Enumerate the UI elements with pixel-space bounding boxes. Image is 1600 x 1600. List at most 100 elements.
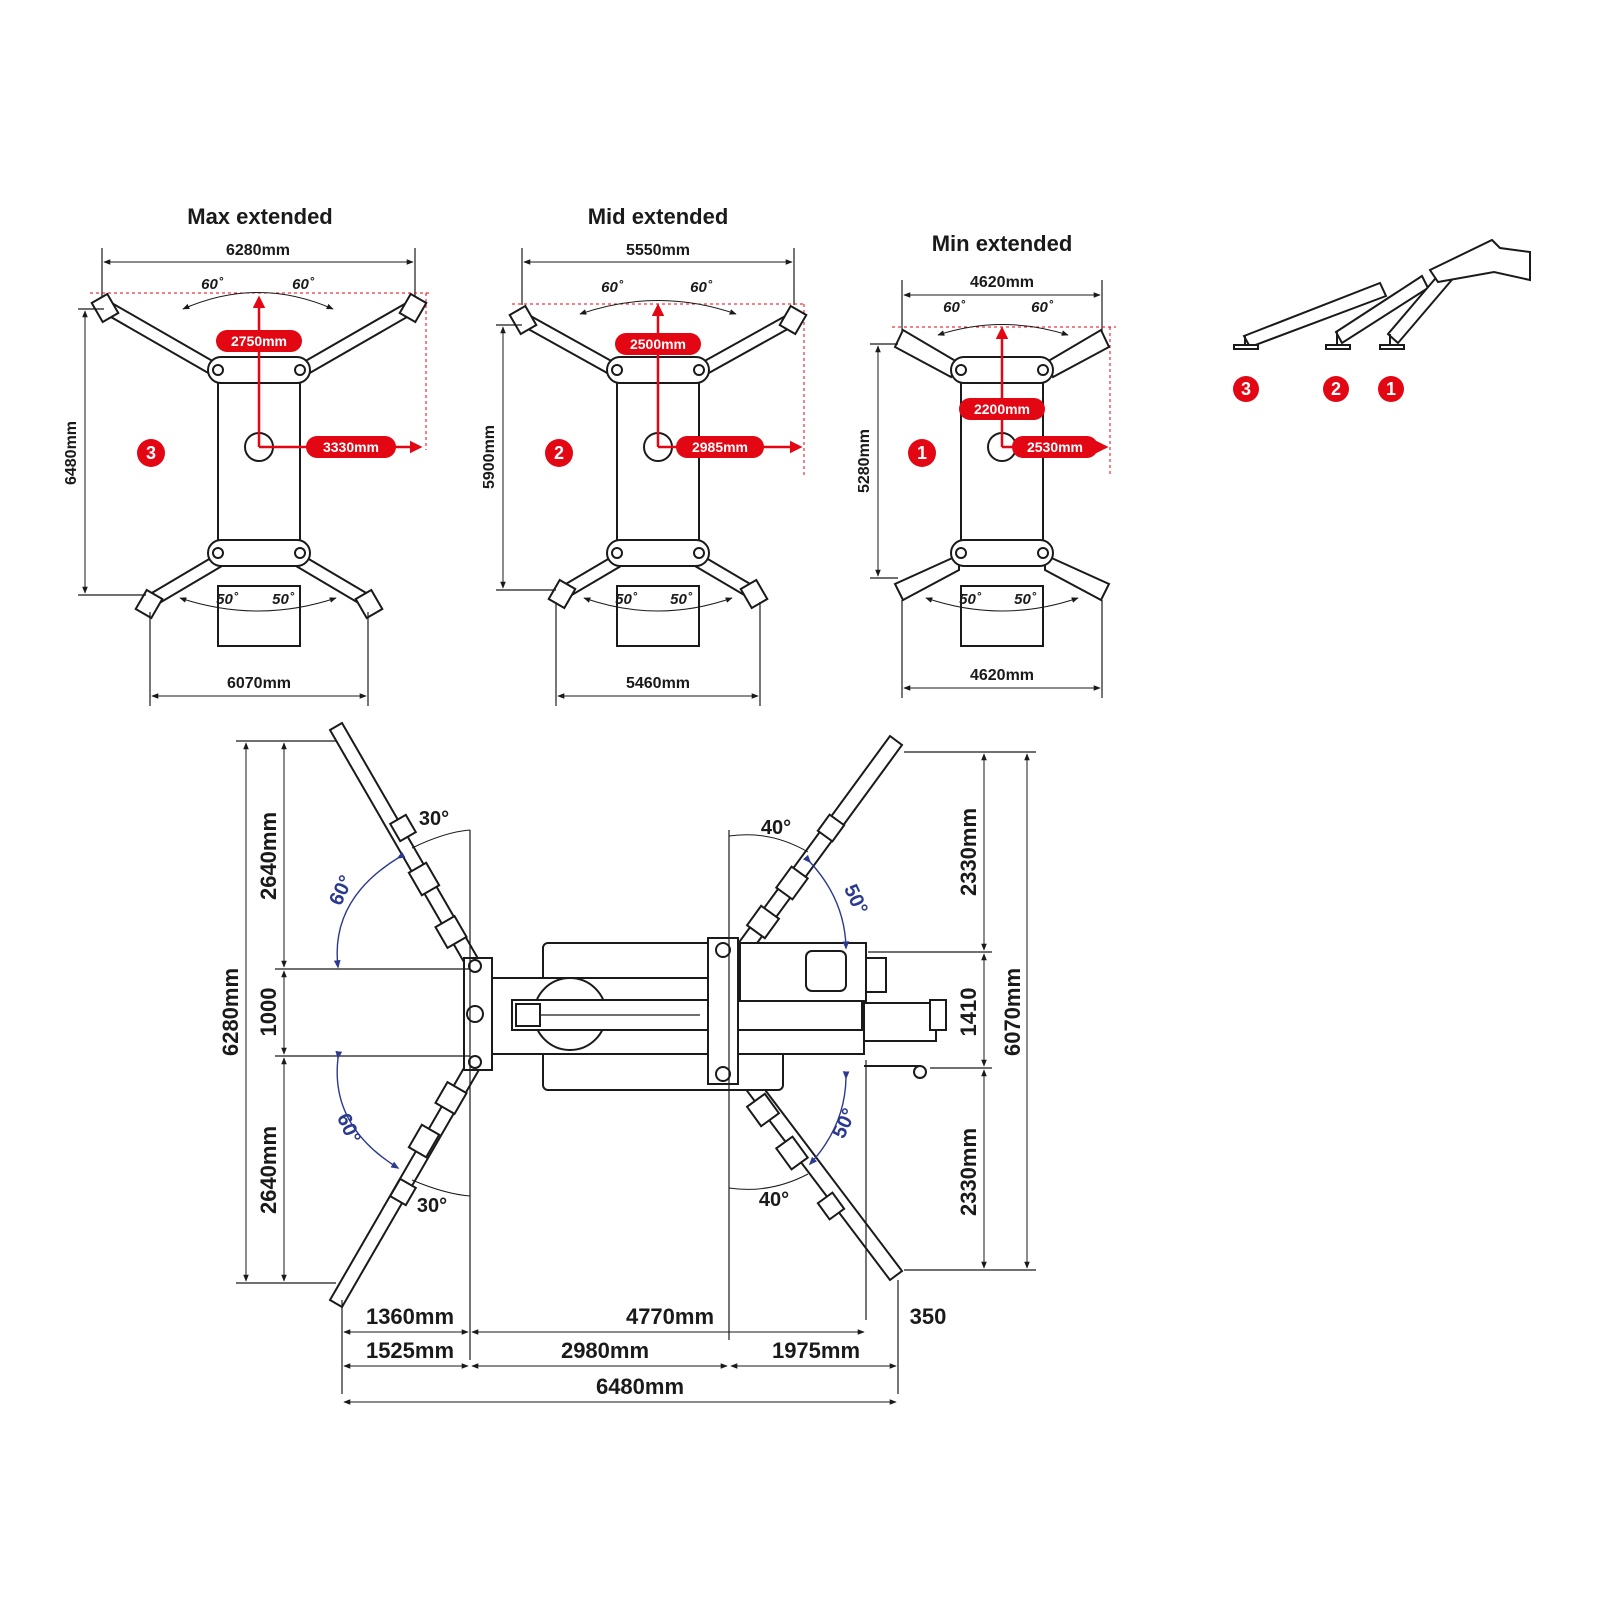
top-width-label: 5550mm <box>626 242 690 259</box>
top-angle-left: 60˚ <box>943 299 966 316</box>
top-angle-left: 60˚ <box>201 276 224 293</box>
svg-text:3: 3 <box>146 443 156 463</box>
outrigger-rear-right <box>727 1056 904 1282</box>
rear-pivot-beam <box>207 539 311 567</box>
control-box <box>805 950 847 992</box>
side-badge-2 <box>1323 376 1349 402</box>
side-reach-label: 2530mm <box>1027 439 1083 455</box>
svg-text:3: 3 <box>1241 379 1251 399</box>
rear-cap <box>929 999 947 1031</box>
rear-winch <box>863 1002 937 1042</box>
foot-pad-1 <box>1379 344 1405 350</box>
angle-40-upper: 40° <box>761 817 791 839</box>
left-total-label: 6280mm <box>218 968 243 1056</box>
row2-mid-label: 2980mm <box>561 1338 649 1363</box>
right-lower-label: 2330mm <box>956 1128 981 1216</box>
top-angle-right: 60˚ <box>690 279 713 296</box>
row2-left-label: 1525mm <box>366 1338 454 1363</box>
forward-reach-pill <box>959 398 1045 420</box>
right-middle-label: 1410 <box>956 988 981 1037</box>
forward-reach-pill <box>216 330 302 352</box>
rear-pivot-beam <box>950 539 1054 567</box>
angle-60-upper: 60° <box>325 872 358 909</box>
front-right-outrigger <box>300 300 416 376</box>
angle-40-lower: 40° <box>759 1189 789 1211</box>
angle-60-lower: 60° <box>332 1110 365 1147</box>
side-badge-3 <box>1233 376 1259 402</box>
left-upper-label: 2640mm <box>256 812 281 900</box>
side-reach-pill <box>1012 436 1098 458</box>
length-label: 5900mm <box>481 425 498 489</box>
foot-pad-3 <box>1233 344 1259 350</box>
top-angle-right: 60˚ <box>1031 299 1054 316</box>
boom-head <box>515 1003 541 1027</box>
svg-text:2: 2 <box>554 443 564 463</box>
plan-view: 6280mm 2640mm 1000 2640mm 6070mm 2330mm … <box>218 721 1036 1405</box>
bottom-width-label: 6070mm <box>227 675 291 692</box>
front-right-outrigger <box>1043 328 1111 379</box>
angle-30-upper: 30° <box>419 808 449 830</box>
front-left-outrigger <box>102 300 218 376</box>
bottom-angle-left: 50˚ <box>959 591 982 608</box>
outrigger-mount <box>1428 238 1531 284</box>
diagram-title: Max extended <box>187 204 333 229</box>
side-reach-pill <box>306 436 396 458</box>
row2-right-label: 1975mm <box>772 1338 860 1363</box>
bottom-width-label: 4620mm <box>970 667 1034 684</box>
row1-right-label: 350 <box>910 1304 947 1329</box>
diagram-title: Mid extended <box>588 204 729 229</box>
svg-text:1: 1 <box>1386 379 1396 399</box>
side-reach-pill <box>676 436 764 458</box>
track-lower <box>542 1049 784 1091</box>
rear-body <box>616 585 700 647</box>
left-middle-label: 1000 <box>256 988 281 1037</box>
bottom-angle-right: 50˚ <box>670 591 693 608</box>
foot-pad-2 <box>1325 344 1351 350</box>
position-badge <box>137 439 165 467</box>
rear-frame <box>707 937 739 1085</box>
rear-body <box>960 585 1044 647</box>
diagram-title: Min extended <box>932 231 1073 256</box>
outrigger-arm-3 <box>1242 281 1388 349</box>
top-angle-right: 60˚ <box>292 276 315 293</box>
angle-50-lower: 50° <box>828 1105 861 1142</box>
angle-30-lower: 30° <box>417 1195 447 1217</box>
engine-box <box>865 957 887 993</box>
svg-text:1: 1 <box>917 443 927 463</box>
side-reach-label: 3330mm <box>323 439 379 455</box>
top-width-label: 4620mm <box>970 274 1034 291</box>
forward-reach-pill <box>615 333 701 355</box>
length-label: 5280mm <box>856 429 873 493</box>
side-badge-1 <box>1378 376 1404 402</box>
left-lower-label: 2640mm <box>256 1126 281 1214</box>
top-width-label: 6280mm <box>226 242 290 259</box>
rear-body <box>217 585 301 647</box>
diagram-max-extended: Max extended 6280mm 60˚ 60˚ <box>63 204 430 706</box>
angle-50-upper: 50° <box>839 881 872 918</box>
forward-reach-label: 2750mm <box>231 333 287 349</box>
length-label: 6480mm <box>63 421 80 485</box>
position-badge <box>908 439 936 467</box>
right-upper-label: 2330mm <box>956 808 981 896</box>
rear-left-outrigger <box>893 553 960 602</box>
svg-text:2: 2 <box>1331 379 1341 399</box>
right-total-label: 6070mm <box>1000 968 1025 1056</box>
diagram-min-extended: Min extended 4620mm 60˚ 60˚ 2200mm 2530m… <box>856 231 1116 698</box>
row1-left-label: 1360mm <box>366 1304 454 1329</box>
side-reach-label: 2985mm <box>692 439 748 455</box>
top-angle-left: 60˚ <box>601 279 624 296</box>
row1-mid-label: 4770mm <box>626 1304 714 1329</box>
bottom-angle-left: 50˚ <box>216 591 239 608</box>
rear-pivot-beam <box>606 539 710 567</box>
rear-right-outrigger <box>1044 553 1111 602</box>
bottom-angle-right: 50˚ <box>272 591 295 608</box>
front-left-outrigger <box>893 328 961 379</box>
forward-reach-label: 2500mm <box>630 336 686 352</box>
diagram-mid-extended: Mid extended 5550mm 60˚ 60˚ 2500mm 2985m… <box>481 204 808 706</box>
bottom-angle-right: 50˚ <box>1014 591 1037 608</box>
total-length-label: 6480mm <box>596 1374 684 1399</box>
outrigger-side-view: 3 2 1 <box>1233 238 1531 402</box>
operator-panel <box>739 942 867 1002</box>
bottom-angle-left: 50˚ <box>615 591 638 608</box>
